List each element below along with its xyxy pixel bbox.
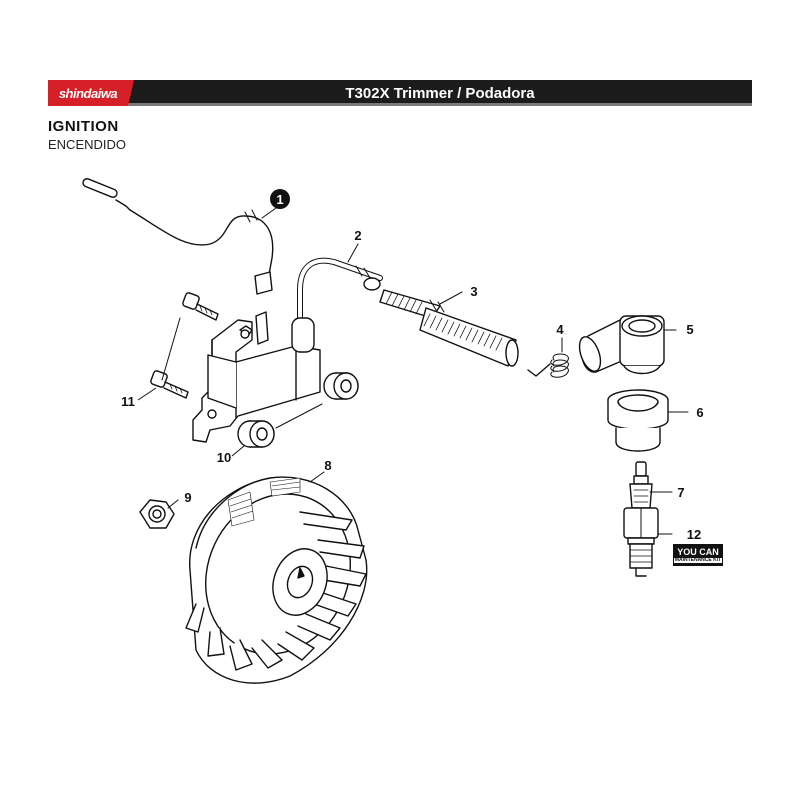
callout-1: 1: [276, 192, 283, 207]
spark-plug-part: [623, 461, 673, 577]
callout-6: 6: [696, 405, 703, 420]
callout-5: 5: [686, 322, 693, 337]
brand-logo: shindaiwa: [48, 80, 134, 106]
callout-10: 10: [217, 450, 231, 465]
callout-4: 4: [556, 322, 564, 337]
spark-plug-boot-part: [578, 315, 677, 375]
ignition-spring-part: [379, 289, 519, 367]
coil-screw-part: [150, 292, 219, 399]
callout-2: 2: [354, 228, 361, 243]
ground-wire-part: [82, 178, 277, 295]
document-title: T302X Trimmer / Podadora: [345, 84, 535, 102]
callout-8: 8: [324, 458, 331, 473]
callout-7: 7: [677, 485, 684, 500]
flywheel-part: [185, 471, 368, 684]
kit-badge-top: YOU CAN: [677, 546, 719, 557]
callout-12: 12: [687, 527, 701, 542]
spacer-part: [237, 372, 359, 448]
callout-3: 3: [470, 284, 477, 299]
callout-11: 11: [121, 394, 135, 409]
flywheel-nut-part: [139, 499, 179, 529]
small-spring-part: [527, 337, 569, 378]
ignition-coil-part: [192, 311, 321, 443]
callout-1-marker: [270, 189, 290, 209]
boot-cap-part: [607, 389, 689, 452]
section-title: IGNITION: [48, 118, 119, 135]
maintenance-kit-badge: YOU CAN MAINTENANCE KIT: [673, 544, 723, 566]
section-subtitle: ENCENDIDO: [48, 137, 127, 152]
header-bar: [48, 80, 752, 106]
high-tension-wire-part: [297, 243, 383, 321]
kit-badge-bottom: MAINTENANCE KIT: [674, 556, 722, 563]
callout-9: 9: [184, 490, 191, 505]
